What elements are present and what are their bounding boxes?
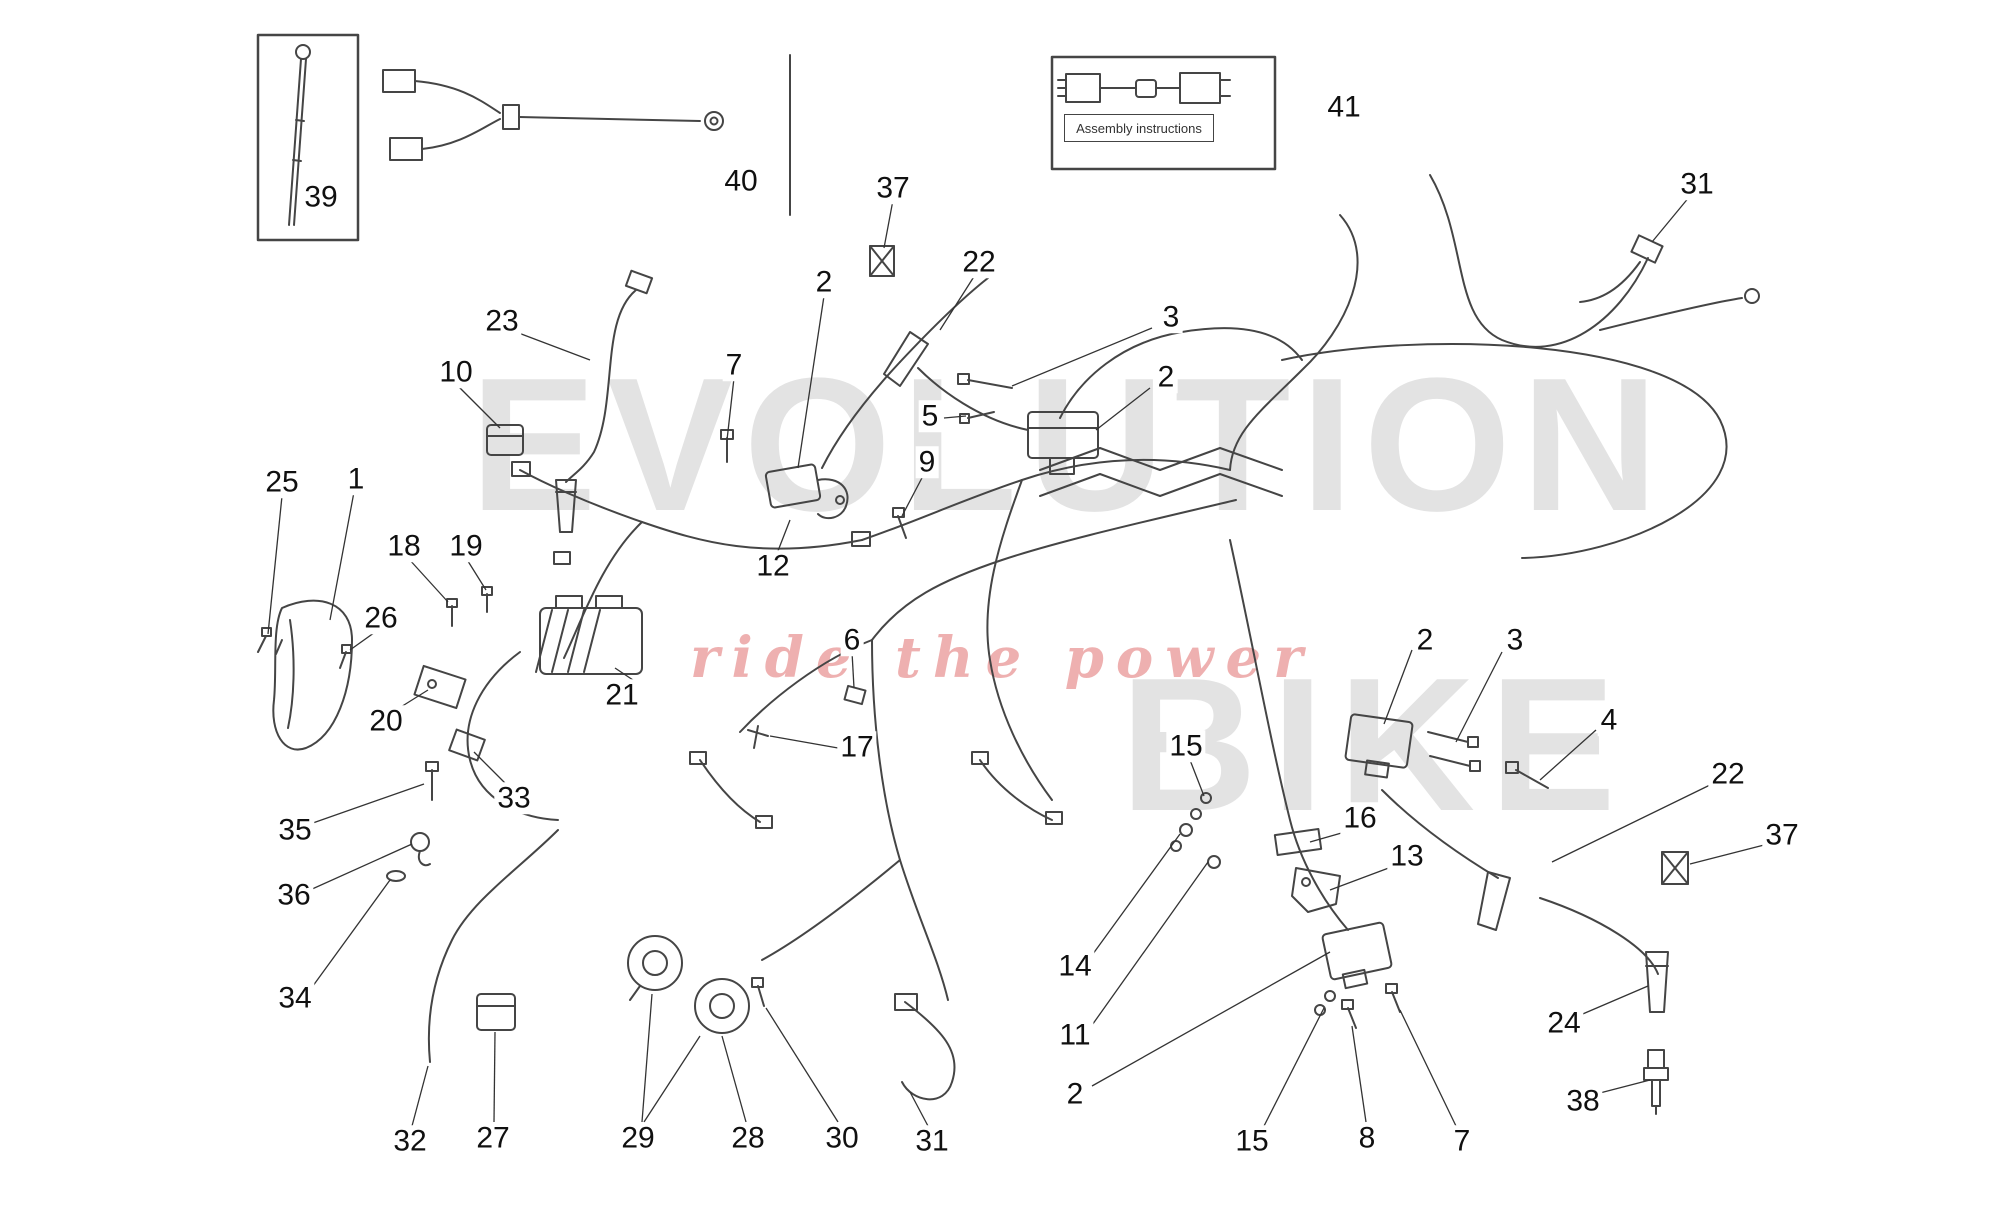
callout-37-top: 37 bbox=[873, 172, 913, 204]
callout-24: 24 bbox=[1544, 1007, 1584, 1039]
callout-2-right: 2 bbox=[1413, 624, 1437, 656]
callout-8: 8 bbox=[1355, 1122, 1379, 1154]
callout-37-right: 37 bbox=[1762, 819, 1802, 851]
callout-3-right: 3 bbox=[1503, 624, 1527, 656]
callout-12: 12 bbox=[753, 550, 793, 582]
callout-15-bottom: 15 bbox=[1232, 1125, 1272, 1157]
callout-32: 32 bbox=[390, 1125, 430, 1157]
fasteners-drawing bbox=[257, 373, 1549, 1029]
callout-33: 33 bbox=[494, 782, 534, 814]
connector-37-top-drawing bbox=[869, 245, 895, 277]
spark-boot-22-top-drawing bbox=[883, 331, 929, 387]
callout-13: 13 bbox=[1387, 840, 1427, 872]
clamp-6-drawing bbox=[843, 684, 867, 706]
callout-31-bottom: 31 bbox=[912, 1125, 952, 1157]
horn-28-drawing bbox=[694, 978, 750, 1034]
cover-1-drawing bbox=[272, 599, 353, 751]
callout-25: 25 bbox=[262, 466, 302, 498]
callout-40: 40 bbox=[721, 165, 761, 197]
callout-2-mid: 2 bbox=[1154, 361, 1178, 393]
ignition-coil-bottom-drawing bbox=[1314, 921, 1393, 1016]
instructions-inset-drawing bbox=[1050, 55, 1277, 171]
callout-6: 6 bbox=[840, 624, 864, 656]
ignition-coil-right-drawing bbox=[1344, 713, 1481, 779]
spark-boot-23-drawing bbox=[555, 479, 577, 533]
callout-30: 30 bbox=[822, 1122, 862, 1154]
spark-plug-38-drawing bbox=[1643, 1049, 1669, 1115]
callout-23: 23 bbox=[482, 305, 522, 337]
callout-3-top: 3 bbox=[1159, 301, 1183, 333]
callout-9: 9 bbox=[915, 446, 939, 478]
horn-29-drawing bbox=[627, 935, 683, 1001]
washer-34-drawing bbox=[386, 870, 406, 882]
callout-36: 36 bbox=[274, 879, 314, 911]
bracket-20-drawing bbox=[413, 664, 467, 710]
relay-27-drawing bbox=[476, 993, 516, 1031]
callout-14: 14 bbox=[1055, 950, 1095, 982]
callout-31-top: 31 bbox=[1677, 168, 1717, 200]
callout-2-top: 2 bbox=[812, 266, 836, 298]
harness-connectors-drawing bbox=[511, 234, 1664, 1011]
callout-5: 5 bbox=[918, 400, 942, 432]
clamp-36-drawing bbox=[410, 832, 431, 867]
clamp-17-drawing bbox=[747, 725, 769, 749]
callout-7-top: 7 bbox=[722, 349, 746, 381]
callout-7-bottom: 7 bbox=[1450, 1125, 1474, 1157]
callout-18: 18 bbox=[384, 530, 424, 562]
dipstick-inset-drawing bbox=[256, 33, 360, 242]
callout-1: 1 bbox=[344, 463, 368, 495]
callout-15-mid: 15 bbox=[1166, 730, 1206, 762]
callout-11: 11 bbox=[1056, 1019, 1094, 1051]
callout-34: 34 bbox=[275, 982, 315, 1014]
callout-29: 29 bbox=[618, 1122, 658, 1154]
callout-39: 39 bbox=[301, 181, 341, 213]
bolt-35-drawing bbox=[425, 761, 439, 801]
relay-10-drawing bbox=[486, 424, 524, 456]
callout-41: 41 bbox=[1324, 91, 1364, 123]
ignition-coil-top-drawing bbox=[1027, 411, 1099, 475]
callout-4: 4 bbox=[1597, 704, 1621, 736]
bracket-13-drawing bbox=[1291, 867, 1341, 913]
coil-bracket-12-drawing bbox=[764, 463, 849, 520]
ecu-drawing bbox=[535, 595, 643, 675]
callout-22-right: 22 bbox=[1708, 758, 1748, 790]
assembly-instructions-caption: Assembly instructions bbox=[1064, 114, 1214, 142]
sensor-33-drawing bbox=[448, 728, 486, 762]
callout-27: 27 bbox=[473, 1122, 513, 1154]
callout-26: 26 bbox=[361, 602, 401, 634]
spark-boot-22-right-drawing bbox=[1477, 871, 1511, 931]
callout-19: 19 bbox=[446, 530, 486, 562]
callout-28: 28 bbox=[728, 1122, 768, 1154]
watermark-tagline: ride the power bbox=[690, 625, 1315, 691]
watermark-evolution: EVOLUTION bbox=[470, 339, 1669, 551]
callout-21: 21 bbox=[602, 679, 642, 711]
callout-10: 10 bbox=[436, 356, 476, 388]
cable-40-drawing bbox=[382, 54, 791, 216]
callout-22-top: 22 bbox=[959, 246, 999, 278]
callout-17: 17 bbox=[837, 731, 877, 763]
callout-16: 16 bbox=[1340, 802, 1380, 834]
bracket-16-drawing bbox=[1273, 828, 1323, 856]
connector-37-right-drawing bbox=[1661, 851, 1689, 885]
callout-35: 35 bbox=[275, 814, 315, 846]
spark-boot-24-drawing bbox=[1645, 951, 1669, 1013]
callout-2-bottom: 2 bbox=[1063, 1078, 1087, 1110]
callout-20: 20 bbox=[366, 705, 406, 737]
harness-trunk-drawing bbox=[427, 174, 1760, 1101]
callout-38: 38 bbox=[1563, 1085, 1603, 1117]
